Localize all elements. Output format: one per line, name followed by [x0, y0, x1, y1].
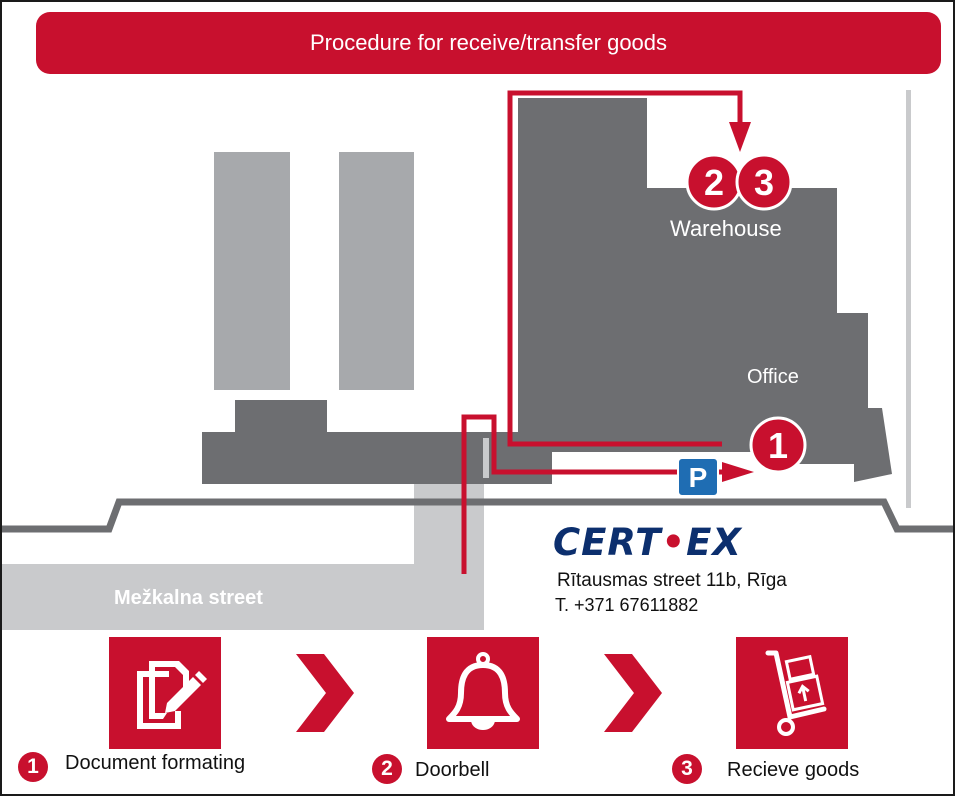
route-to-parking	[461, 414, 722, 574]
logo-text-part1: CERT	[553, 521, 662, 564]
gate	[483, 438, 489, 478]
office-label: Office	[747, 366, 799, 388]
page-title: Procedure for receive/transfer goods	[36, 12, 941, 74]
chevron-right-icon	[604, 654, 662, 732]
building-middle	[339, 152, 414, 390]
company-address: Rītausmas street 11b, Rīga	[557, 570, 787, 591]
logo-text-part2: EX	[686, 521, 742, 564]
warehouse-label: Warehouse	[670, 216, 782, 241]
side-road	[906, 90, 911, 508]
building-long	[202, 432, 552, 484]
certex-logo: CERT•EX	[553, 523, 742, 563]
step-3-tile	[736, 637, 848, 749]
route-arrow-parking	[722, 462, 754, 482]
step-2-tile	[427, 637, 539, 749]
route-arrow-warehouse	[729, 122, 751, 152]
logo-dot-icon: •	[661, 521, 687, 564]
parking-icon	[677, 457, 719, 497]
step-1-number: 1	[18, 752, 48, 782]
marker-office-number: 1	[768, 425, 788, 466]
parking-label: P	[689, 462, 708, 493]
chevron-right-icon	[296, 654, 354, 732]
step-3-label: Recieve goods	[727, 759, 860, 781]
building-small	[235, 400, 327, 436]
step-3-number: 3	[672, 754, 702, 784]
document-edit-icon	[137, 661, 207, 729]
step-1-tile	[109, 637, 221, 749]
step-2-number: 2	[372, 754, 402, 784]
hand-truck-icon	[765, 650, 827, 736]
bell-icon	[446, 652, 520, 730]
step-2-label: Doorbell	[415, 759, 490, 781]
marker-office	[749, 416, 807, 474]
marker-warehouse-3-number: 3	[754, 162, 774, 203]
company-phone: T. +371 67611882	[555, 595, 699, 615]
mezkalna-street-area	[2, 484, 484, 630]
route-to-warehouse	[507, 90, 743, 447]
warehouse-building	[518, 98, 892, 482]
step-1-label: Document formating	[65, 752, 246, 774]
street-label: Mežkalna street	[114, 587, 263, 609]
fence-line	[2, 498, 953, 533]
building-left	[214, 152, 290, 390]
marker-warehouse-3	[735, 153, 793, 211]
marker-warehouse-2-number: 2	[704, 162, 724, 203]
